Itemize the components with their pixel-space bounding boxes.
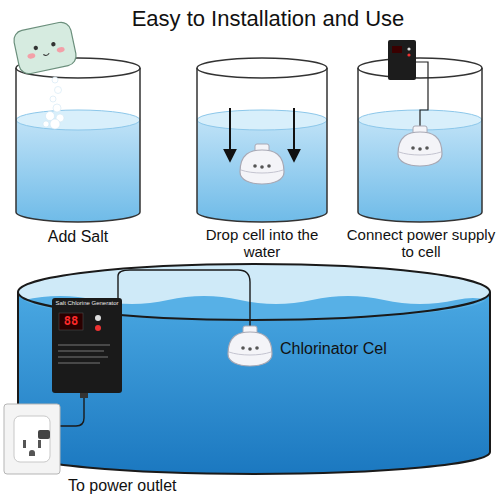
diagram-title: Easy to Installation and Use — [40, 6, 496, 31]
callout-label: To power outlet — [68, 477, 218, 495]
drop-arrow — [293, 108, 295, 160]
step-label: Connect power supply to cell — [346, 226, 496, 261]
salt-bag — [12, 20, 78, 75]
controller — [52, 298, 122, 398]
display-digits: 88 — [59, 314, 83, 329]
pool — [18, 264, 490, 474]
tank — [358, 58, 482, 222]
cable — [118, 270, 250, 330]
tank — [16, 58, 140, 222]
controller-small — [388, 40, 416, 80]
device-label: Salt Chlorine Generator — [55, 300, 119, 307]
tank — [197, 58, 327, 222]
chlorinator-cell — [240, 144, 284, 184]
drop-arrow — [229, 108, 231, 160]
power-outlet — [4, 404, 60, 474]
chlorinator-cell — [228, 326, 272, 366]
chlorinator-cell — [398, 126, 442, 166]
part-label: Chlorinator Cel — [280, 340, 430, 358]
step-label: Add Salt — [16, 228, 140, 246]
salt-stream — [43, 77, 64, 129]
cable — [416, 62, 428, 128]
step-label: Drop cell into the water — [186, 226, 338, 261]
